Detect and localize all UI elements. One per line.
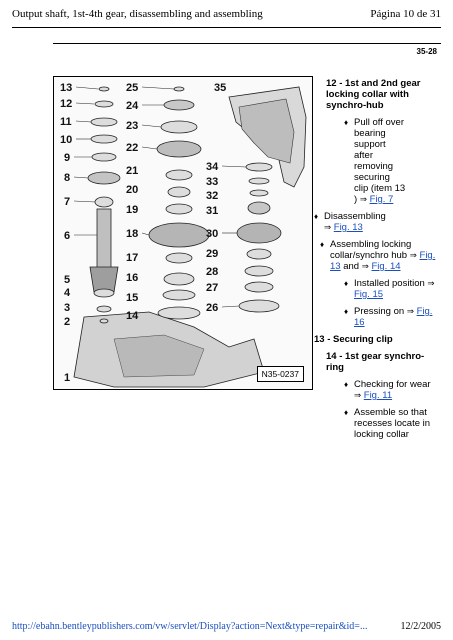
svg-text:6: 6 [64,230,70,242]
link-fig-16[interactable]: Fig. 16 [354,306,433,328]
arrow-icon: ⇒ [359,194,367,204]
svg-text:5: 5 [64,274,70,286]
svg-text:10: 10 [60,134,72,146]
arrow-icon: ⇒ [409,250,417,260]
section-divider [53,43,441,44]
svg-text:24: 24 [126,100,139,112]
arrow-icon: ⇒ [361,261,369,271]
print-date: 12/2/2005 [400,621,441,632]
pull-off-text: Pull off over bearing support after remo… [354,117,406,205]
installed-text: Installed position [354,278,425,289]
svg-text:35: 35 [214,82,226,94]
source-url[interactable]: http://ebahn.bentleypublishers.com/vw/se… [12,621,368,632]
assemble-text: Assemble so that recesses locate in lock… [354,407,431,440]
svg-text:9: 9 [64,152,70,164]
callouts-middle: 25 24 23 22 21 20 19 18 17 16 15 14 [126,82,139,322]
svg-text:13: 13 [60,82,72,94]
link-fig-14[interactable]: Fig. 14 [371,261,401,272]
arrow-icon: ⇒ [427,278,435,288]
list-item: ♦ Assembling locking collar/synchro hub … [314,239,440,272]
svg-text:1: 1 [64,372,70,384]
bullet-icon: ♦ [314,212,319,221]
arrow-icon: ⇒ [406,306,414,316]
svg-text:29: 29 [206,248,218,260]
parts-description: 12 - 1st and 2nd gear locking collar wit… [314,78,440,446]
svg-text:4: 4 [64,287,71,299]
assembling-text: Assembling locking collar/synchro hub [330,239,412,261]
svg-text:8: 8 [64,172,70,184]
list-item: ♦ Assemble so that recesses locate in lo… [314,407,440,440]
svg-text:17: 17 [126,252,138,264]
svg-text:31: 31 [206,205,218,217]
link-fig-11[interactable]: Fig. 11 [363,390,393,401]
disassembling-text: Disassembling [324,211,386,222]
section-code: 35-28 [416,47,437,56]
item-13-title: 13 - Securing clip [314,334,393,345]
bullet-icon: ♦ [344,380,349,389]
svg-text:22: 22 [126,142,138,154]
bullet-icon: ♦ [320,240,325,249]
svg-text:12: 12 [60,98,72,110]
svg-text:2: 2 [64,316,70,328]
page-number: Página 10 de 31 [370,8,441,20]
callouts-right: 35 34 33 32 31 30 29 28 27 26 [206,82,226,314]
bullet-icon: ♦ [344,118,349,127]
link-fig-7[interactable]: Fig. 7 [369,194,394,205]
item-14-title: 14 - 1st gear synchro-ring [326,351,425,373]
svg-text:30: 30 [206,228,218,240]
svg-text:15: 15 [126,292,138,304]
svg-text:16: 16 [126,272,138,284]
svg-text:18: 18 [126,228,138,240]
arrow-icon: ⇒ [324,222,332,232]
checking-text: Checking for wear [354,379,431,390]
svg-text:33: 33 [206,176,218,188]
svg-text:32: 32 [206,190,218,202]
svg-text:27: 27 [206,282,218,294]
svg-text:28: 28 [206,266,218,278]
svg-text:14: 14 [126,310,139,322]
svg-text:26: 26 [206,302,218,314]
list-item: ♦ Installed position ⇒ Fig. 15 [314,278,440,300]
list-item: ♦ Checking for wear ⇒ Fig. 11 [314,379,440,401]
link-fig-13-assembling[interactable]: Fig. 13 [330,250,436,272]
svg-text:7: 7 [64,196,70,208]
svg-text:23: 23 [126,120,138,132]
svg-text:21: 21 [126,165,138,177]
header-divider [12,27,441,28]
bullet-icon: ♦ [344,307,349,316]
svg-text:20: 20 [126,184,138,196]
page-header: Output shaft, 1st-4th gear, disassemblin… [12,8,441,22]
link-fig-13[interactable]: Fig. 13 [333,222,363,233]
svg-text:11: 11 [60,116,72,128]
callouts-left: 13 12 11 10 9 8 7 6 5 4 3 2 1 [60,82,72,384]
figure-reference: N35-0237 [256,366,304,382]
bullet-icon: ♦ [344,279,349,288]
list-item: ♦ Pressing on ⇒ Fig. 16 [314,306,440,328]
svg-text:25: 25 [126,82,138,94]
and-text: and [343,261,360,272]
svg-text:34: 34 [206,161,219,173]
gearbox-housing-body [238,98,295,164]
document-title: Output shaft, 1st-4th gear, disassemblin… [12,8,263,20]
pressing-text: Pressing on [354,306,405,317]
item-12-title: 12 - 1st and 2nd gear locking collar wit… [326,78,421,111]
list-item: ♦ Pull off over bearing support after re… [314,117,406,205]
svg-text:3: 3 [64,302,70,314]
arrow-icon: ⇒ [354,390,362,400]
svg-text:19: 19 [126,204,138,216]
link-fig-15[interactable]: Fig. 15 [354,289,384,300]
list-item: ♦ Disassembling ⇒ Fig. 13 [314,211,440,233]
bullet-icon: ♦ [344,408,349,417]
page-footer: http://ebahn.bentleypublishers.com/vw/se… [12,621,441,632]
